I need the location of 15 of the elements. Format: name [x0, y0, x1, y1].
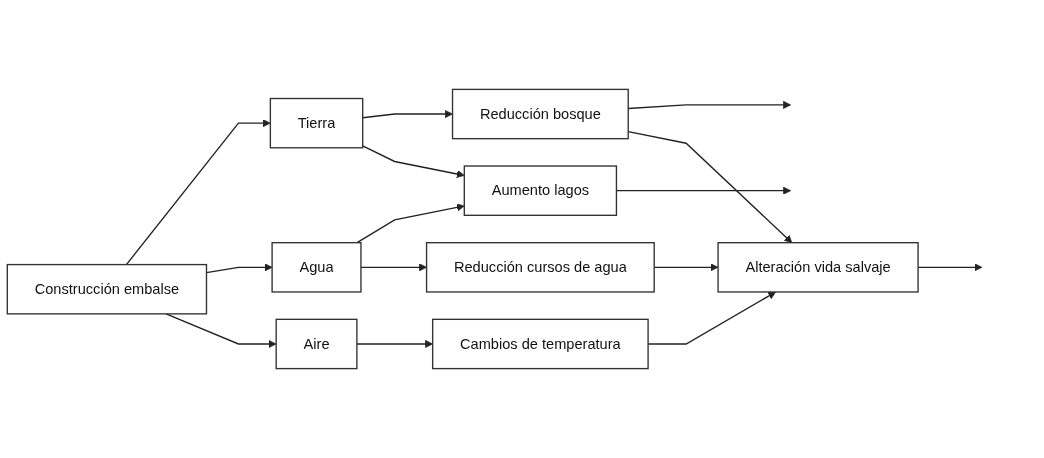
arrow — [362, 145, 465, 178]
node-box: Tierra — [269, 97, 364, 149]
arrow — [360, 263, 427, 272]
arrow — [165, 313, 277, 348]
node-box: Cambios de temperatura — [431, 318, 649, 370]
arrow — [362, 110, 453, 119]
arrow — [125, 119, 271, 266]
node-box: Aire — [275, 318, 358, 370]
arrow — [356, 203, 465, 244]
node-box: Agua — [271, 242, 362, 293]
node-box: Aumento lagos — [463, 165, 618, 216]
node-box: Construcción embalse — [6, 263, 208, 315]
node-box: Reducción bosque — [451, 88, 629, 140]
node-box: Reducción cursos de agua — [425, 242, 655, 293]
node-box: Alteración vida salvaje — [717, 242, 919, 293]
